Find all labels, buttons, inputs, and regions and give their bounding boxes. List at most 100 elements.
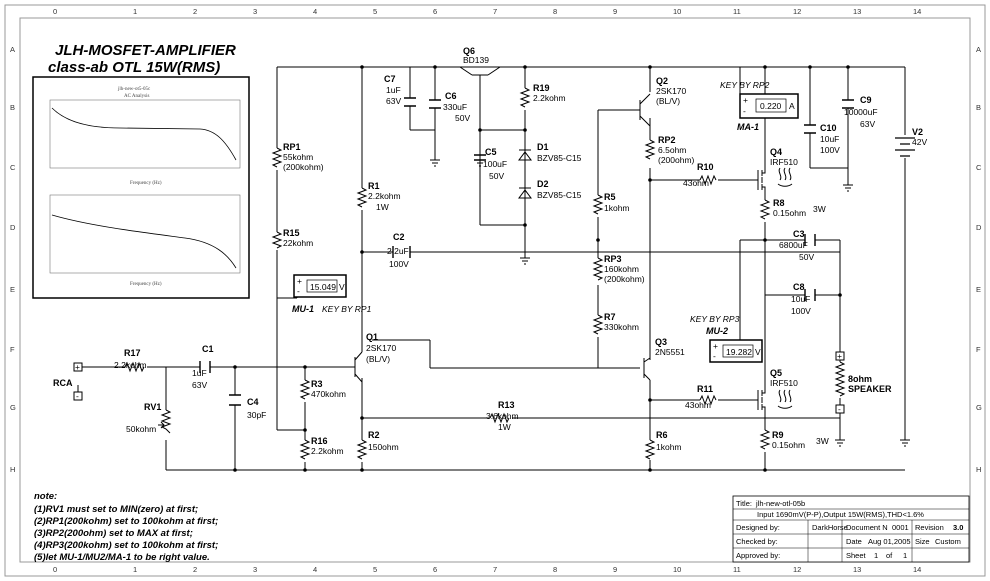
- resistor-r16: [299, 439, 311, 460]
- inset-top-xlabel: Frequency (Hz): [130, 181, 162, 186]
- label-q1: (BL/V): [366, 354, 390, 364]
- label-r11: 43ohm: [685, 400, 711, 410]
- tb-description: Input 1690mV(P-P),Output 15W(RMS),THD<1.…: [757, 510, 924, 519]
- label-r7: 330kohm: [604, 322, 639, 332]
- label-rp2: (200ohm): [658, 155, 695, 165]
- resistor-r11: [699, 394, 717, 406]
- label-rp1: 55kohm: [283, 152, 313, 162]
- label-d2: BZV85-C15: [537, 190, 582, 200]
- grid-row-label-left: H: [10, 465, 15, 474]
- grid-col-label-bottom: 13: [853, 565, 861, 574]
- label-r2: 150ohm: [368, 442, 399, 452]
- resistor-r7: [592, 314, 604, 335]
- svg-text:-: -: [76, 391, 79, 401]
- cap-c9: [842, 99, 854, 109]
- notes-heading: note:: [34, 491, 57, 502]
- grid-col-label-top: 5: [373, 7, 377, 16]
- grid-row-label-right: D: [976, 223, 982, 232]
- label-rv1: RV1: [144, 402, 161, 412]
- label-spk: 8ohm: [848, 374, 872, 384]
- label-c2: 2.2uF: [387, 246, 409, 256]
- label-r17: 2.2kohm: [114, 360, 147, 370]
- label-c6: C6: [445, 91, 457, 101]
- tb-rev-label: Revision: [915, 523, 944, 532]
- meter-mu1: +- 15.049 V MU-1 KEY BY RP1: [292, 274, 372, 314]
- grid-row-label-left: D: [10, 223, 16, 232]
- transistor-symbols: [352, 74, 766, 410]
- label-d1: BZV85-C15: [537, 153, 582, 163]
- label-r17: R17: [124, 348, 141, 358]
- label-r15: 22kohm: [283, 238, 313, 248]
- label-c7: 1uF: [386, 85, 401, 95]
- cap-c1: [199, 361, 211, 373]
- label-r8: 0.15ohm: [773, 208, 806, 218]
- tb-checked-label: Checked by:: [736, 537, 778, 546]
- mu1-unit: V: [339, 282, 345, 292]
- resistor-r19: [519, 87, 531, 108]
- label-r19: 2.2kohm: [533, 93, 566, 103]
- grid-col-label-top: 0: [53, 7, 57, 16]
- label-r9: 3W: [816, 436, 829, 446]
- resistor-r2: [356, 439, 368, 460]
- resistor-r10: [699, 174, 717, 186]
- label-c6: 50V: [455, 113, 470, 123]
- cap-c10: [804, 124, 816, 134]
- label-r2: R2: [368, 430, 380, 440]
- note-line: (5)let MU-1/MU2/MA-1 to be right value.: [34, 552, 210, 563]
- grid-col-label-top: 1: [133, 7, 137, 16]
- bjt-q3: [643, 352, 651, 381]
- grid-col-label-bottom: 3: [253, 565, 257, 574]
- label-r10: R10: [697, 162, 714, 172]
- grid-row-label-right: G: [976, 403, 982, 412]
- resistor-symbols: [124, 87, 846, 460]
- grid-labels: 0011223344556677889910101111121213131414…: [10, 7, 982, 574]
- label-q6: BD139: [463, 55, 489, 65]
- cap-c4: [229, 394, 241, 406]
- notes-block: note: (1)RV1 must set to MIN(zero) at fi…: [34, 491, 218, 563]
- label-r13: 1W: [498, 422, 511, 432]
- label-q4: Q4: [770, 147, 782, 157]
- label-v2: V2: [912, 127, 923, 137]
- label-r3: R3: [311, 379, 323, 389]
- tb-designed-value: DarkHorse: [812, 523, 848, 532]
- mu1-value: 15.049: [310, 282, 336, 292]
- label-r13: R13: [498, 400, 515, 410]
- label-r1: 1W: [376, 202, 389, 212]
- resistor-r1: [356, 187, 368, 208]
- grid-col-label-top: 14: [913, 7, 921, 16]
- cap-c8: [804, 289, 816, 301]
- cap-c3: [804, 234, 816, 246]
- zener-d2: [518, 187, 532, 199]
- grid-row-label-left: E: [10, 285, 15, 294]
- label-c10: 100V: [820, 145, 840, 155]
- grid-col-label-bottom: 10: [673, 565, 681, 574]
- label-r11: R11: [697, 384, 713, 394]
- note-line: (3)RP2(200ohm) set to MAX at first;: [34, 528, 193, 539]
- label-r1: 2.2kohm: [368, 191, 401, 201]
- label-c5: 100uF: [483, 159, 507, 169]
- grid-row-label-left: C: [10, 163, 16, 172]
- mu2-name: MU-2: [706, 326, 728, 336]
- svg-text:-: -: [297, 286, 300, 296]
- rca-connector: + - RCA: [53, 362, 83, 401]
- label-c8: 100V: [791, 306, 811, 316]
- grid-col-label-bottom: 4: [313, 565, 317, 574]
- ma1-key: KEY BY RP2: [720, 80, 770, 90]
- zener-d1: [518, 149, 532, 161]
- resistor-r8: [759, 199, 771, 220]
- resistor-rp2: [644, 139, 656, 160]
- title-line-2: class-ab OTL 15W(RMS): [48, 59, 220, 76]
- label-r15: R15: [283, 228, 300, 238]
- label-q1: Q1: [366, 332, 378, 342]
- label-rp3: 160kohm: [604, 264, 639, 274]
- potentiometer-rv1: [160, 409, 172, 434]
- zener-symbols: [518, 149, 532, 199]
- label-rp1: RP1: [283, 142, 301, 152]
- cap-c2: [392, 246, 411, 258]
- fet-q2: [632, 93, 651, 127]
- label-rp3: RP3: [604, 254, 622, 264]
- heatsink-q5-icon: [777, 389, 793, 409]
- tb-date-label: Date: [846, 537, 862, 546]
